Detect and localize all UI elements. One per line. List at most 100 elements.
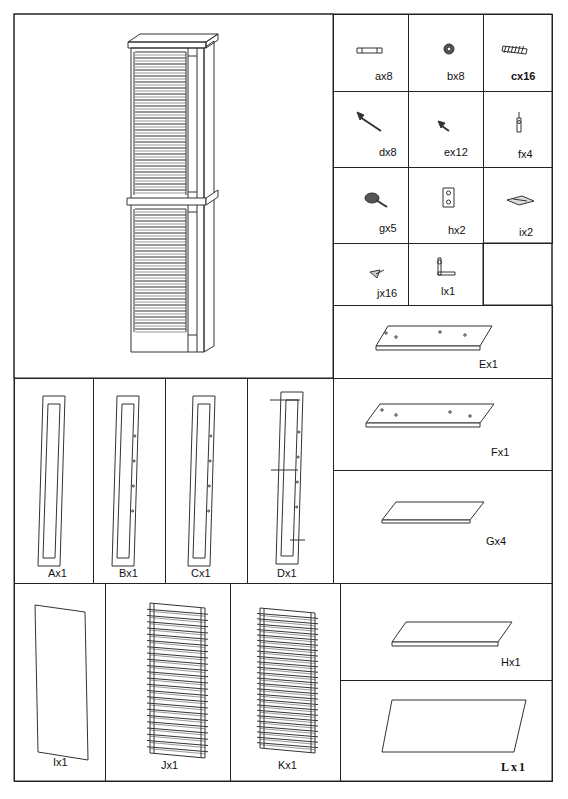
outline — [502, 46, 527, 54]
stroke — [150, 680, 205, 685]
stroke — [135, 181, 186, 182]
part-cell: Ix1 — [14, 583, 106, 782]
stroke — [511, 46, 513, 53]
stroke — [188, 56, 197, 57]
stroke — [135, 76, 186, 77]
stroke — [135, 272, 186, 273]
part-cell: jx16 — [333, 243, 409, 306]
outline — [517, 118, 521, 132]
stroke — [135, 154, 186, 155]
stroke — [150, 636, 205, 641]
stroke — [135, 130, 186, 131]
outline — [128, 42, 206, 48]
stroke — [135, 269, 186, 270]
stroke — [135, 166, 186, 167]
stroke — [150, 711, 205, 716]
stroke — [135, 103, 186, 104]
stroke — [522, 46, 524, 53]
part-quantity: Bx1 — [119, 568, 138, 579]
part-quantity: Ax1 — [48, 568, 67, 579]
empty-cell — [483, 243, 552, 305]
part-quantity: fx4 — [518, 149, 533, 160]
outline — [370, 270, 380, 278]
stroke — [201, 608, 202, 758]
stroke — [135, 317, 186, 318]
illustration-cell — [14, 14, 333, 378]
outline — [357, 112, 364, 120]
stroke — [513, 199, 527, 201]
outline — [357, 48, 382, 53]
stroke — [135, 118, 186, 119]
stroke — [135, 308, 186, 309]
part-cell: fx4 — [483, 91, 553, 168]
stroke — [135, 290, 186, 291]
stroke — [135, 278, 186, 279]
stroke — [186, 52, 187, 195]
stroke — [135, 212, 186, 213]
outline — [438, 121, 445, 128]
outline — [382, 520, 470, 523]
stroke — [135, 148, 186, 149]
stroke — [135, 257, 186, 258]
stroke — [135, 52, 186, 53]
stroke — [135, 284, 186, 285]
stroke — [150, 718, 205, 723]
part-cell: Jx1 — [105, 583, 231, 782]
stroke — [135, 248, 186, 249]
outline — [112, 396, 139, 566]
stroke — [135, 160, 186, 161]
stroke — [135, 169, 186, 170]
stroke — [135, 67, 186, 68]
part-quantity: Dx1 — [277, 568, 297, 579]
outline — [366, 423, 480, 427]
stroke — [135, 136, 186, 137]
part-cell: bx8 — [408, 14, 484, 92]
stroke — [376, 270, 384, 274]
stroke — [150, 686, 205, 691]
stroke — [135, 121, 186, 122]
part-cell: lx1 — [408, 243, 484, 306]
part-cell: hx2 — [408, 167, 484, 244]
stroke — [134, 209, 135, 332]
part-cell: Lx1 — [340, 680, 553, 782]
outline — [206, 190, 218, 205]
outline — [38, 396, 65, 566]
stroke — [377, 48, 378, 53]
part-cell: Ex1 — [333, 305, 553, 379]
stroke — [135, 58, 186, 59]
part-cell: gx5 — [333, 167, 409, 244]
part-quantity: ex12 — [444, 147, 468, 158]
stroke — [150, 643, 205, 648]
stroke — [135, 91, 186, 92]
stroke — [150, 736, 205, 741]
stroke — [135, 85, 186, 86]
stroke — [311, 613, 312, 753]
outline — [392, 642, 498, 646]
stroke — [135, 236, 186, 237]
stroke — [150, 674, 205, 679]
outline — [382, 700, 526, 752]
stroke — [504, 46, 506, 53]
part-quantity: Kx1 — [278, 760, 297, 771]
stroke — [135, 218, 186, 219]
stroke — [150, 724, 205, 729]
part-cell: Dx1 — [247, 378, 334, 584]
stroke — [135, 127, 186, 128]
stroke — [135, 266, 186, 267]
outline — [193, 404, 210, 558]
outline — [35, 605, 88, 760]
stroke — [188, 212, 197, 213]
part-cell: ax8 — [333, 14, 409, 92]
stroke — [135, 293, 186, 294]
stroke — [135, 332, 186, 333]
stroke — [135, 326, 186, 327]
stroke — [188, 192, 197, 193]
stroke — [270, 400, 300, 401]
stroke — [515, 46, 517, 53]
part-quantity: jx16 — [377, 288, 397, 299]
part-quantity: Lx1 — [501, 761, 527, 773]
stroke — [135, 281, 186, 282]
outline — [443, 188, 454, 207]
stroke — [135, 193, 186, 194]
stroke — [135, 73, 186, 74]
